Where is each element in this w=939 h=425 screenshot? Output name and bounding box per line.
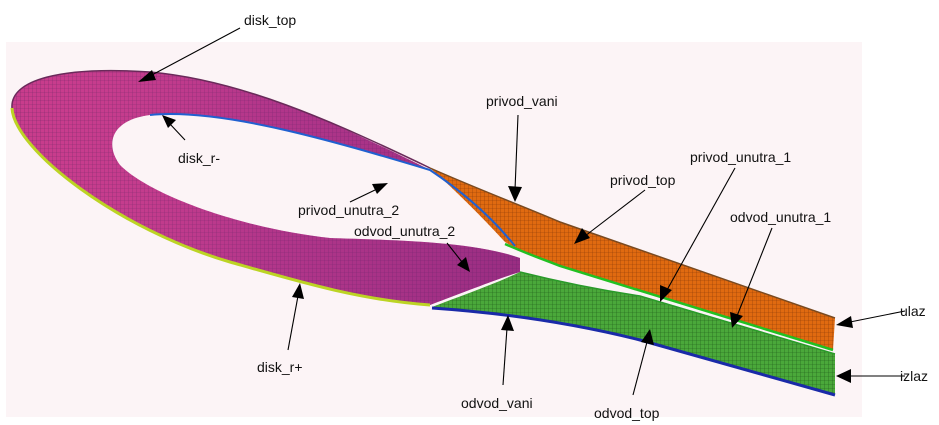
label-disk-r-plus: disk_r+ — [257, 359, 303, 375]
label-privod-vani: privod_vani — [486, 93, 558, 109]
leader-privod-unutra-1 — [660, 167, 736, 302]
privod-inner-edge — [504, 242, 834, 352]
leader-odvod-unutra-1 — [730, 227, 773, 328]
leader-disk-r-minus — [162, 115, 186, 141]
label-odvod-vani: odvod_vani — [461, 395, 533, 411]
label-disk-r-minus: disk_r- — [178, 150, 220, 166]
label-disk-top: disk_top — [244, 12, 296, 28]
odvod-inner-edge — [519, 271, 836, 355]
label-odvod-unutra-2: odvod_unutra_2 — [354, 223, 455, 239]
leader-disk-top — [138, 27, 241, 82]
privod-top-edge — [429, 167, 836, 319]
inner-edge — [149, 113, 516, 247]
label-odvod-unutra-1: odvod_unutra_1 — [730, 209, 831, 225]
leader-izlaz — [836, 369, 905, 383]
disk-shading — [11, 70, 520, 306]
leader-odvod-vani — [501, 315, 514, 386]
leader-privod-unutra-2 — [349, 183, 388, 203]
label-privod-unutra-1: privod_unutra_1 — [690, 149, 791, 165]
disk-top-edge — [11, 69, 431, 169]
leader-disk-r-plus — [287, 283, 304, 351]
label-privod-unutra-2: privod_unutra_2 — [298, 202, 399, 218]
leader-odvod-top — [632, 329, 654, 396]
label-izlaz: izlaz — [900, 368, 928, 384]
label-ulaz: ulaz — [900, 303, 926, 319]
leader-privod-vani — [508, 114, 522, 202]
leader-privod-top — [574, 189, 646, 244]
outer-edge-yellow — [10, 107, 431, 307]
leader-ulaz — [836, 310, 906, 328]
odvod-outer-edge — [431, 306, 836, 397]
odvod-mesh — [432, 272, 835, 395]
label-privod-top: privod_top — [610, 172, 676, 188]
privod-mesh — [430, 168, 835, 350]
leader-odvod-unutra-2 — [446, 242, 470, 272]
label-odvod-top: odvod_top — [594, 405, 660, 421]
